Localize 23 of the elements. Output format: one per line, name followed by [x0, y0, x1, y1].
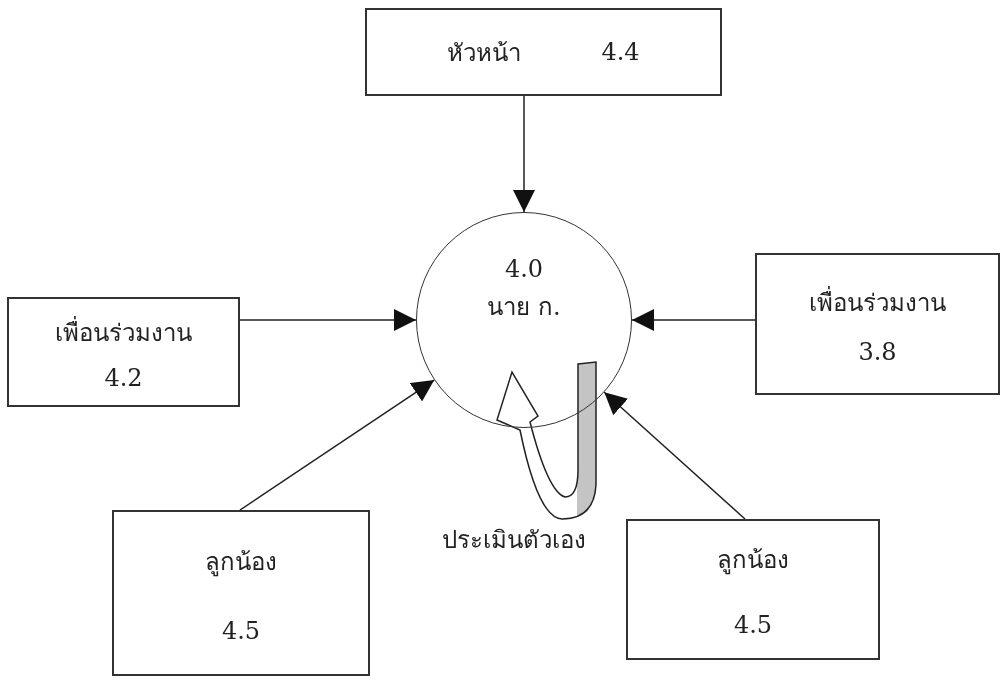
node-value: นาย ก.: [487, 291, 561, 323]
entity-box: [112, 510, 370, 676]
node-label: ลูกน้อง: [717, 545, 789, 577]
node-value: 4.2: [104, 363, 143, 392]
entity-box: [755, 253, 1000, 395]
node-value: 4.5: [733, 611, 773, 639]
self-loop-block-arrow: [496, 361, 597, 520]
arrow: [631, 309, 756, 331]
arrow: [603, 391, 746, 520]
arrow: [239, 309, 417, 331]
node-value: 4.4: [601, 38, 640, 66]
node-value: 3.8: [858, 337, 897, 366]
arrow: [239, 379, 435, 511]
node-label: เพื่อนร่วมงาน: [55, 315, 192, 349]
node-label: หัวหน้า: [447, 37, 522, 69]
arrow: [513, 95, 535, 213]
node-value: 4.5: [221, 616, 261, 645]
node-label: 4.0: [504, 254, 544, 283]
entity-box: [7, 297, 240, 407]
node-label: เพื่อนร่วมงาน: [809, 285, 946, 319]
entity-box: [626, 519, 880, 660]
node-label: ลูกน้อง: [205, 546, 277, 579]
entity-box: [365, 8, 722, 96]
